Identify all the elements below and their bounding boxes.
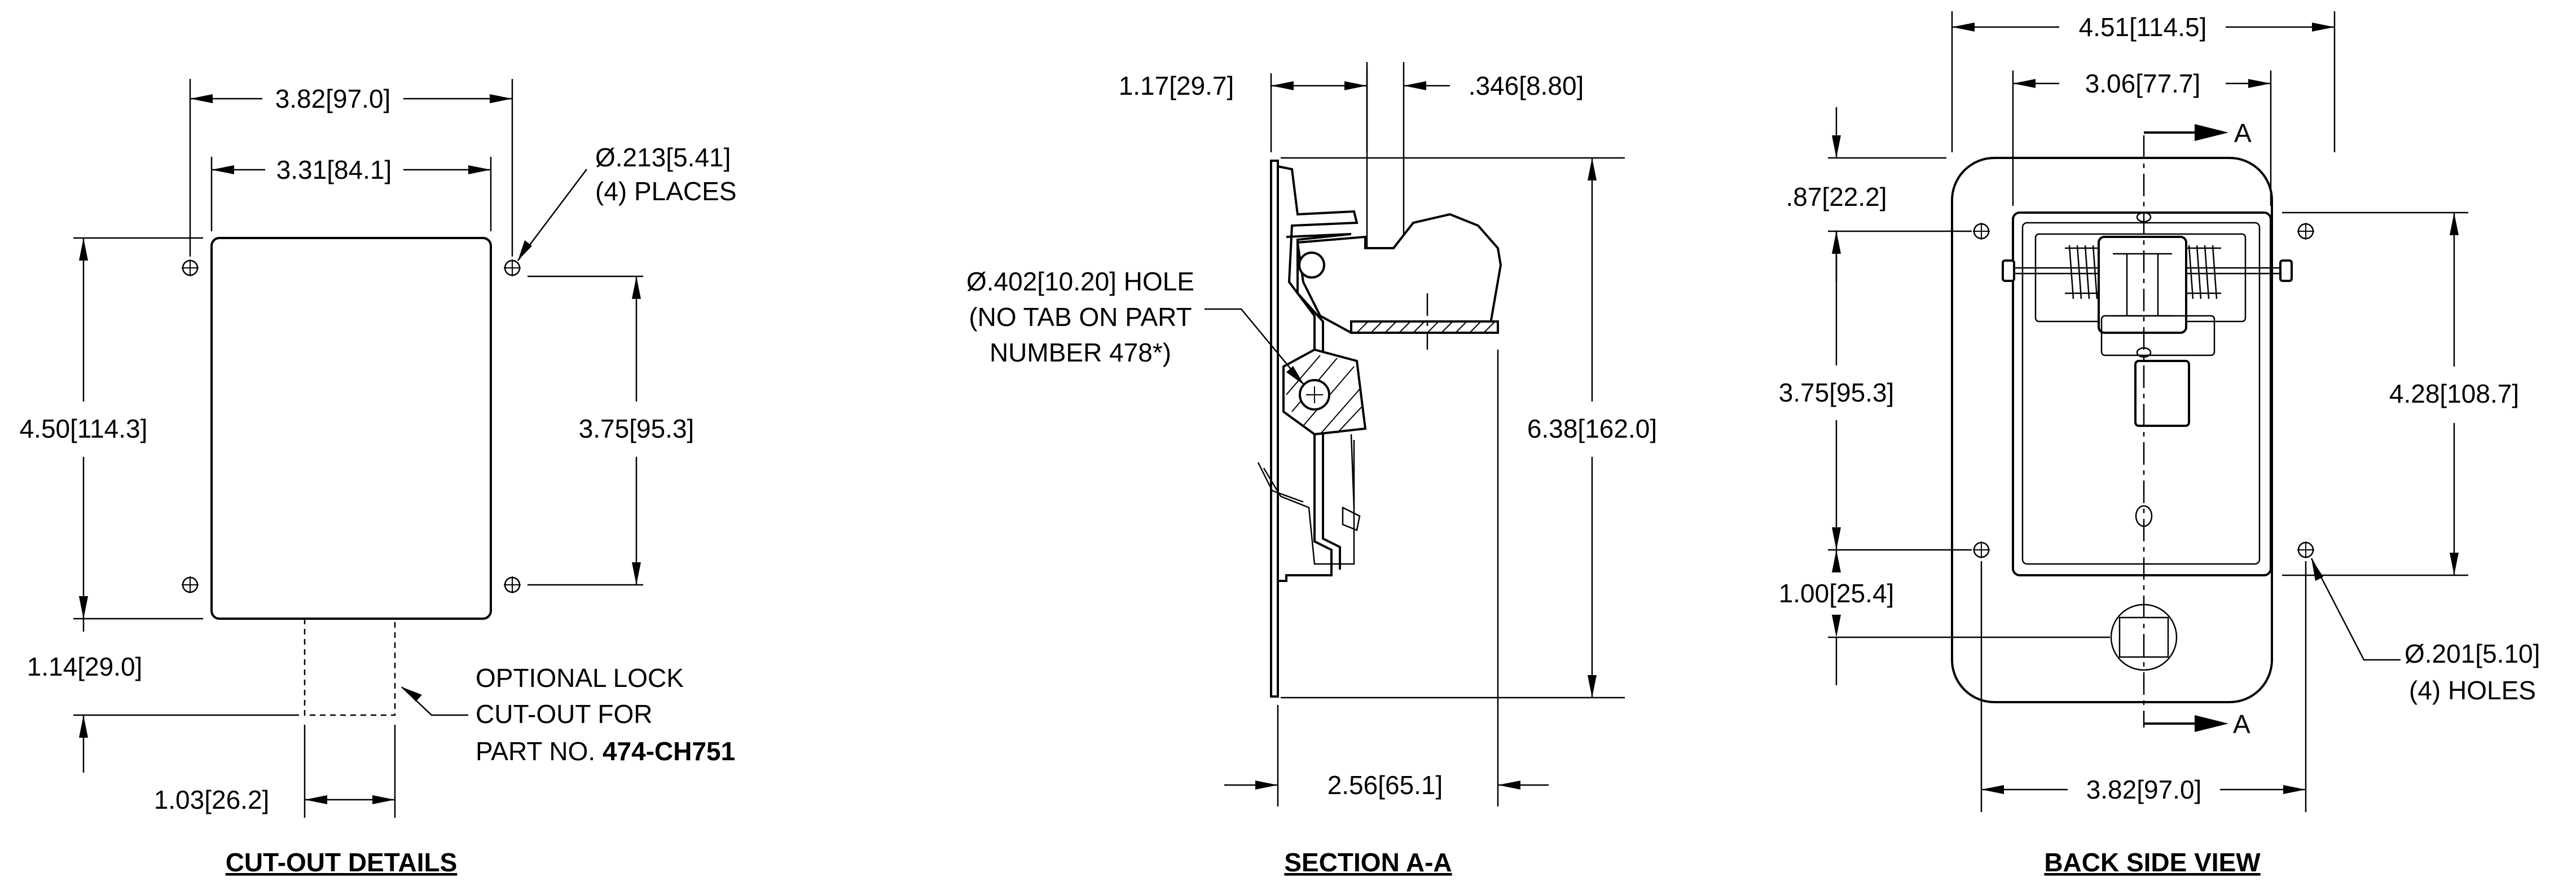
lock-cutout-dashed [304, 619, 396, 716]
section-title: SECTION A-A [1284, 848, 1452, 877]
cutout-dim-lock-height: 1.14[29.0] [27, 652, 143, 681]
section-dim-hole-line1: Ø.402[10.20] HOLE [966, 267, 1194, 296]
section-dim-height: 6.38[162.0] [1527, 414, 1657, 443]
back-section-label-top: A [2234, 118, 2252, 148]
cutout-dim-lock-width: 1.03[26.2] [154, 785, 270, 814]
cutout-note-prefix: PART NO. [476, 737, 603, 766]
back-latch-tongue [2134, 360, 2190, 427]
section-dim-top-left: 1.17[29.7] [1119, 71, 1234, 100]
section-dim-top-right: .346[8.80] [1469, 71, 1584, 100]
back-dim-hole-count: (4) HOLES [2409, 676, 2536, 705]
section-dim-depth: 2.56[65.1] [1327, 770, 1443, 800]
back-hole-bottom-left [1973, 541, 1990, 558]
cutout-title: CUT-OUT DETAILS [226, 848, 458, 877]
back-dim-top-offset: .87[22.2] [1786, 182, 1887, 211]
back-dim-bottom-offset: 1.00[25.4] [1779, 579, 1894, 608]
section-latch-pawl [1296, 213, 1502, 334]
hole-top-left [182, 259, 199, 276]
hole-bottom-right [504, 576, 521, 593]
section-flange [1270, 160, 1279, 698]
cutout-dim-hole: Ø.213[5.41] [595, 143, 731, 172]
cutout-note-part-number: 474-CH751 [603, 737, 735, 766]
back-dim-width-window: 3.06[77.7] [2085, 69, 2201, 98]
back-latch-body [2098, 236, 2187, 334]
cutout-note-line1: OPTIONAL LOCK [476, 663, 684, 693]
back-dim-hole: Ø.201[5.10] [2404, 639, 2540, 668]
section-view: 1.17[29.7] .346[8.80] Ø.402[10.20] HOLE … [966, 62, 1657, 877]
section-dim-hole-line3: NUMBER 478*) [990, 338, 1171, 367]
back-dim-hole-spacing: 3.75[95.3] [1779, 378, 1894, 407]
cutout-mounting-holes [182, 259, 521, 593]
cutout-view: 3.82[97.0] 3.31[84.1] Ø.213[5.41] (4) PL… [20, 79, 737, 877]
cutout-dim-hole-spacing: 3.75[95.3] [579, 414, 694, 443]
cutout-dim-width-inner: 3.31[84.1] [276, 155, 392, 184]
back-view: A A 4.51[114.5] 3.06[77.7] .87[22.2] 3.7… [1779, 11, 2540, 877]
back-latch-mechanism [2002, 211, 2293, 527]
cutout-dim-width-outer: 3.82[97.0] [275, 84, 391, 113]
section-dim-hole-line2: (NO TAB ON PART [969, 302, 1192, 332]
back-hole-top-right [2297, 223, 2314, 240]
back-spring-left [2065, 245, 2102, 299]
back-dim-hole-width: 3.82[97.0] [2086, 775, 2202, 804]
cutout-note-line2: CUT-OUT FOR [476, 699, 652, 729]
back-hole-bottom-right [2297, 541, 2314, 558]
cutout-dim-hole-places: (4) PLACES [595, 177, 737, 206]
back-title: BACK SIDE VIEW [2044, 848, 2261, 877]
back-section-label-bottom: A [2233, 709, 2250, 739]
back-dim-window-height: 4.28[108.7] [2389, 379, 2519, 408]
cutout-dim-height: 4.50[114.3] [20, 414, 148, 443]
cutout-rectangle [210, 237, 492, 620]
hole-top-right [504, 259, 521, 276]
hole-bottom-left [182, 576, 199, 593]
back-mounting-holes [1973, 223, 2314, 558]
back-dim-width-overall: 4.51[114.5] [2079, 12, 2207, 42]
back-hole-top-left [1973, 223, 1990, 240]
cutout-note-line3: PART NO. 474-CH751 [476, 737, 735, 766]
section-shaft [1366, 62, 1405, 257]
section-pivot-top [1298, 252, 1325, 279]
back-spring-right [2184, 245, 2221, 299]
